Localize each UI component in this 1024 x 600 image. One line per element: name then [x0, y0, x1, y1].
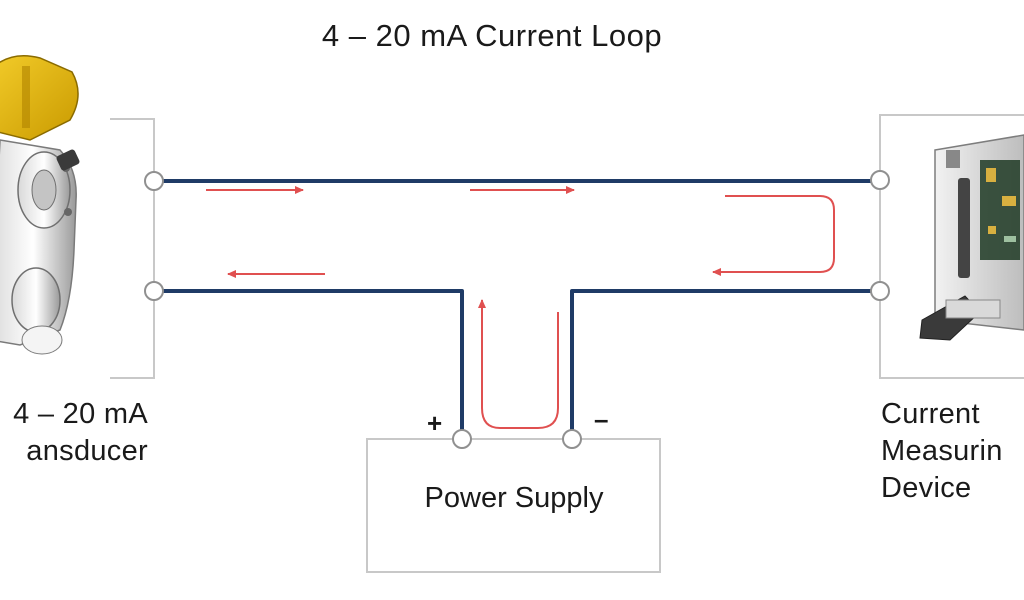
device-terminal-bottom — [870, 281, 890, 301]
power-supply-plus-terminal — [452, 429, 472, 449]
arrow-supply-loop — [478, 299, 559, 429]
device-terminal-top — [870, 170, 890, 190]
terminals — [144, 170, 890, 449]
diagram-title: 4 – 20 mA Current Loop — [321, 18, 663, 53]
transducer-label-line2: ansducer — [26, 435, 148, 467]
transducer-terminal-top — [144, 171, 164, 191]
pressure-transducer-icon — [0, 55, 80, 355]
measuring-device-label-line3: Device — [881, 472, 972, 504]
measuring-device-label-line1: Current — [881, 398, 980, 430]
transducer-label-line1: 4 – 20 mA — [13, 398, 148, 430]
measuring-device-enclosure — [879, 114, 1024, 379]
current-flow-arrows — [206, 186, 835, 429]
power-supply-minus-terminal — [562, 429, 582, 449]
right-bottom-wire — [570, 289, 872, 432]
left-bottom-wire — [162, 289, 464, 432]
minus-polarity-label: – — [594, 404, 609, 434]
measuring-device-label: Current Measurin Device — [881, 396, 1003, 507]
loop-wires — [162, 179, 872, 432]
daq-card-icon — [919, 134, 1024, 341]
arrow-right-return — [712, 195, 835, 276]
power-supply-label: Power Supply — [424, 482, 604, 514]
transducer-label: 4 – 20 mA ansducer — [0, 396, 148, 470]
plus-polarity-label: + — [427, 408, 443, 438]
transducer-terminal-bottom — [144, 281, 164, 301]
power-supply-box — [366, 438, 661, 573]
transducer-enclosure — [110, 118, 155, 379]
measuring-device-label-line2: Measurin — [881, 435, 1003, 467]
